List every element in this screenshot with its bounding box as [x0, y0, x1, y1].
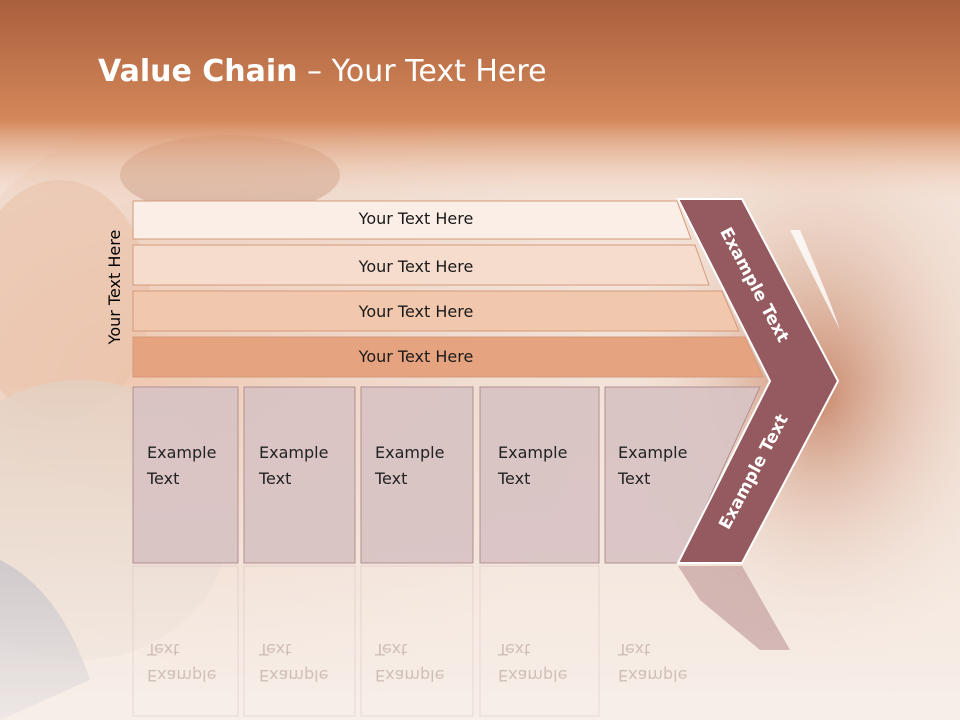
title-rest: – Your Text Here: [297, 54, 547, 89]
cell-reflection-label-4: Example Text: [498, 636, 567, 688]
cell-2-line1: Example: [259, 443, 329, 462]
cell-1-reflect-line1: Example: [147, 666, 217, 685]
cell-reflection-label-5: Example Text: [618, 636, 687, 688]
cell-4-reflect-line2: Text: [498, 640, 531, 659]
cell-1-reflection: [132, 565, 239, 717]
title-bold: Value Chain: [98, 54, 298, 89]
cell-3-reflect-line1: Example: [375, 666, 445, 685]
cell-3-line1: Example: [375, 443, 445, 462]
cell-2-reflect-line1: Example: [259, 666, 329, 685]
bar-label-2: Your Text Here: [358, 257, 474, 276]
cell-1[interactable]: [132, 386, 239, 564]
cell-reflection-label-1: Example Text: [147, 636, 216, 688]
bar-label-4: Your Text Here: [358, 347, 474, 366]
cell-1-line1: Example: [147, 443, 217, 462]
cell-5-line1: Example: [618, 443, 688, 462]
cell-5-reflect-line2: Text: [618, 640, 651, 659]
chevron-reflection: [678, 566, 790, 650]
cell-2-reflection: [243, 565, 356, 717]
bar-3[interactable]: [132, 290, 740, 332]
cell-2[interactable]: [243, 386, 356, 564]
cell-4-reflect-line1: Example: [498, 666, 568, 685]
cell-3-line2: Text: [375, 469, 408, 488]
cell-2-reflect-line2: Text: [259, 640, 292, 659]
cell-4-line2: Text: [498, 469, 531, 488]
cell-1-reflect-line2: Text: [147, 640, 180, 659]
bar-1[interactable]: [132, 200, 692, 240]
bar-2[interactable]: [132, 244, 710, 286]
bar-label-3: Your Text Here: [358, 302, 474, 321]
cell-2-line2: Text: [259, 469, 292, 488]
cell-reflection-label-3: Example Text: [375, 636, 444, 688]
cell-4-reflection: [479, 565, 600, 717]
chevron-arrow[interactable]: [676, 198, 840, 564]
cell-3[interactable]: [360, 386, 474, 564]
bar-label-1: Your Text Here: [358, 209, 474, 228]
bar-4[interactable]: [132, 336, 764, 378]
slide-title: Value Chain – Your Text Here: [98, 54, 547, 89]
cell-1-line2: Text: [147, 469, 180, 488]
cell-4-line1: Example: [498, 443, 568, 462]
cell-5-reflect-line1: Example: [618, 666, 688, 685]
cell-3-reflection: [360, 565, 474, 717]
cell-4[interactable]: [479, 386, 600, 564]
cell-3-reflect-line2: Text: [375, 640, 408, 659]
cell-5-line2: Text: [618, 469, 651, 488]
cell-reflections: [132, 565, 600, 717]
cell-reflection-label-2: Example Text: [259, 636, 328, 688]
